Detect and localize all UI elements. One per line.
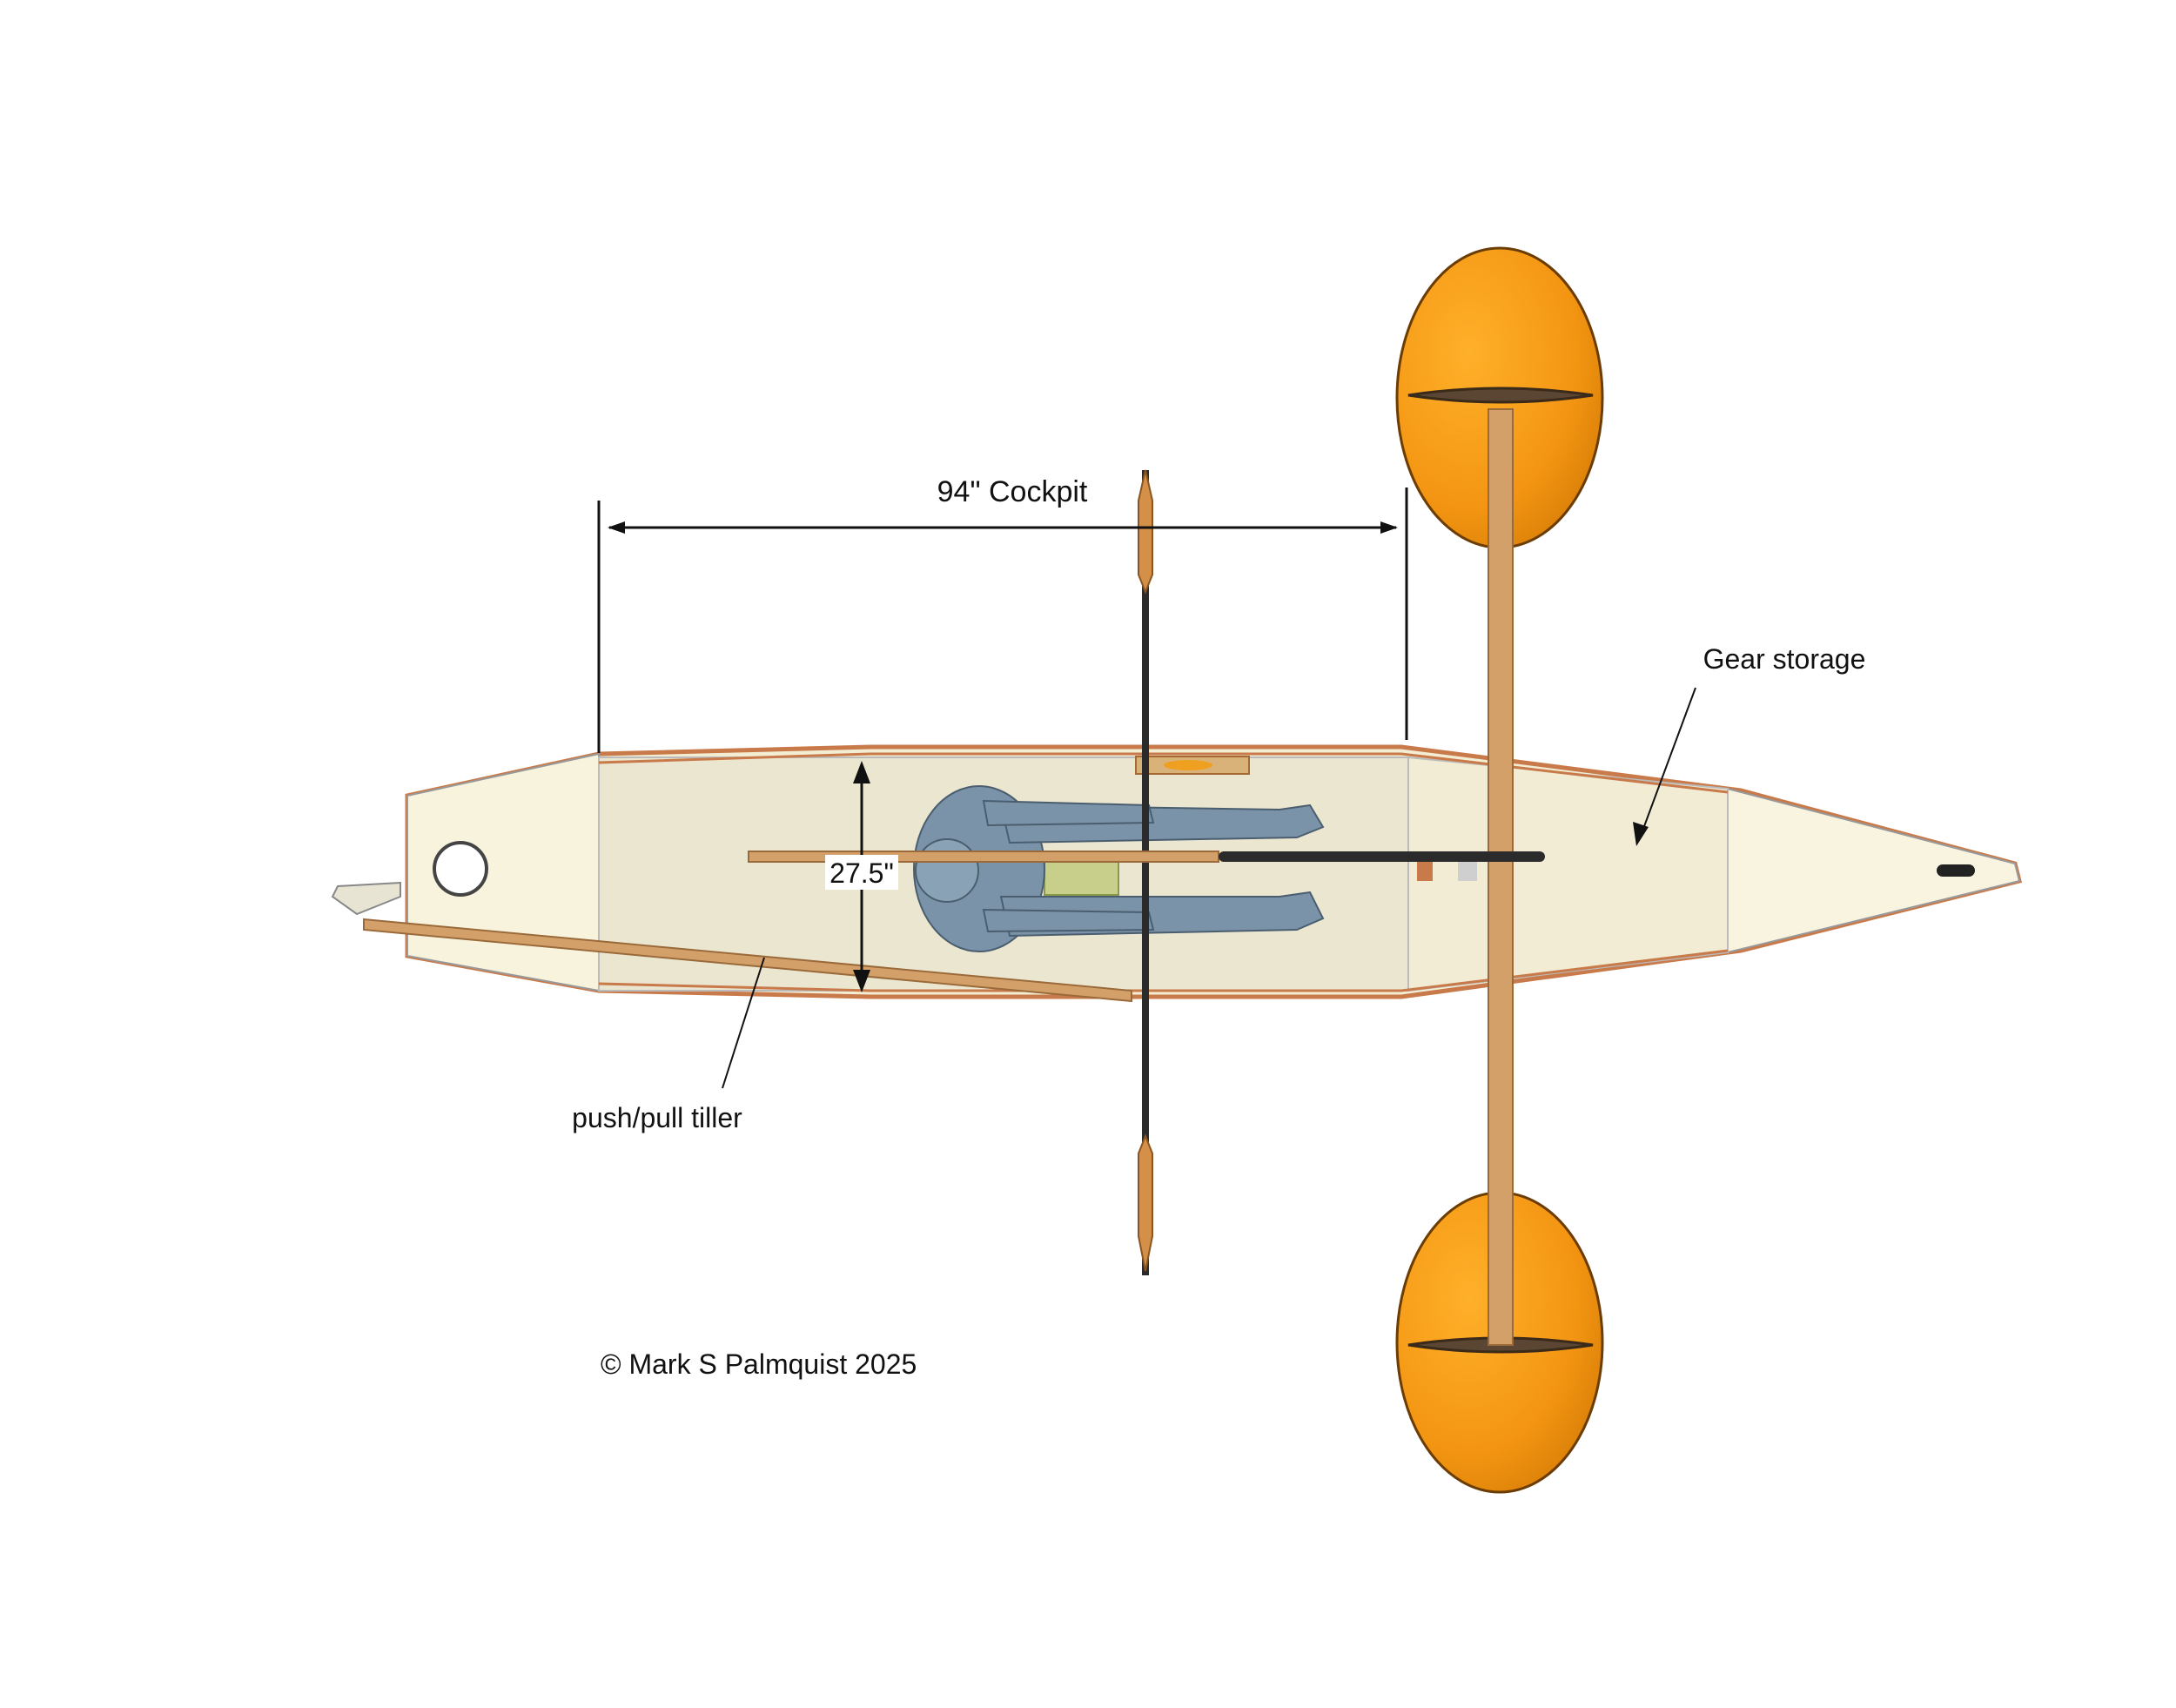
paddler-figure: [913, 785, 1325, 952]
rudder: [331, 881, 401, 916]
copyright-text: © Mark S Palmquist 2025: [601, 1348, 917, 1380]
bow-handle: [1937, 864, 1975, 877]
outrigger-float-top: [1395, 246, 1604, 549]
paddle: [1138, 469, 1153, 1275]
hatch-cover: [433, 841, 488, 897]
beam-dimension: 27.5": [825, 761, 898, 992]
hull: [331, 744, 2023, 999]
push-pull-tiller: [363, 918, 1132, 1003]
cockpit-dimension: 94" Cockpit: [597, 475, 1408, 753]
gear-storage-label: Gear storage: [1703, 643, 1866, 675]
cockpit-dimension-label: 94" Cockpit: [937, 475, 1088, 508]
crossbeam: [1488, 408, 1514, 1346]
gear-storage-callout: Gear storage: [1633, 643, 1865, 846]
bow-deck: [1727, 787, 2021, 954]
tiller-label: push/pull tiller: [572, 1102, 742, 1133]
beam-dimension-label: 27.5": [829, 857, 894, 889]
tiller-callout: push/pull tiller: [572, 957, 765, 1133]
